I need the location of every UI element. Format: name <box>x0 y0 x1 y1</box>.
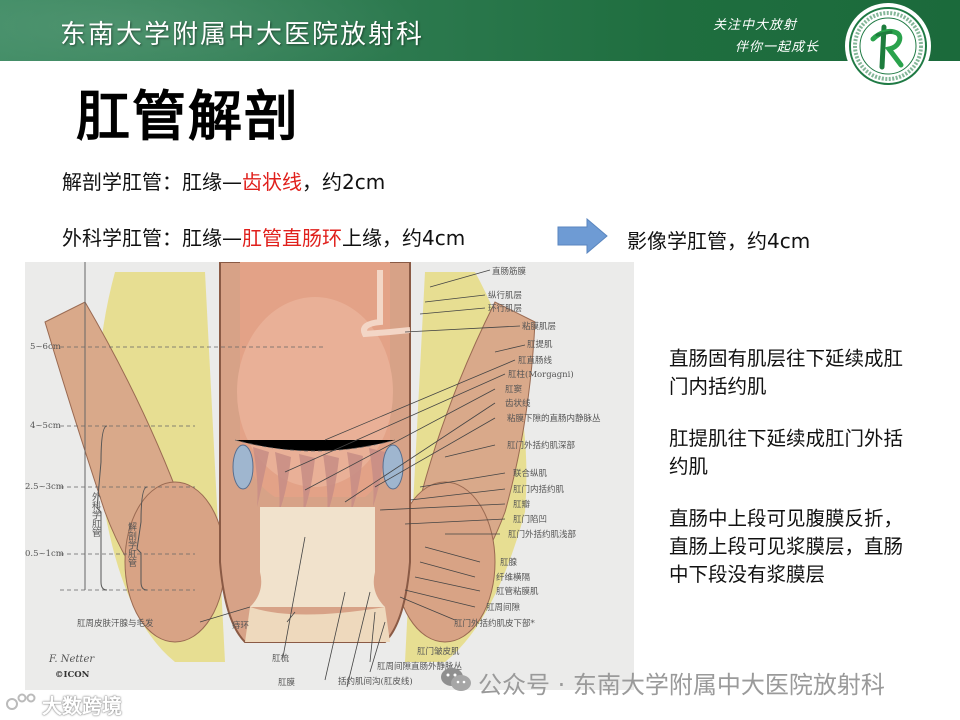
scale-label: 0.5~1cm <box>25 549 64 559</box>
figure-label: 齿状线 <box>505 399 531 409</box>
header-title: 东南大学附属中大医院放射科 <box>60 20 425 50</box>
surgical-canal-vertical-label: 外科学肛管 <box>90 492 100 537</box>
wechat-icon <box>440 667 472 699</box>
figure-label: 肛周间隙直肠外静脉丛 <box>377 662 463 672</box>
figure-label: 肛梳 <box>272 654 290 664</box>
anatomical-canal-vertical-label: 解剖学肛管 <box>126 522 136 567</box>
figure-label: 肛直肠线 <box>518 356 553 366</box>
header-slogan-line2: 伴你一起成长 <box>735 40 820 55</box>
figure-label: 肛窦 <box>505 385 523 395</box>
note-item: 直肠固有肌层往下延续成肛门内括约肌 <box>669 347 904 398</box>
page-title: 肛管解剖 <box>76 85 300 148</box>
figure-label: 粘膜肌层 <box>522 322 557 332</box>
definition-highlight: 肛管直肠环 <box>242 226 342 250</box>
wechat-watermark: 公众号 · 东南大学附属中大医院放射科 <box>440 665 885 700</box>
figure-label: 肛瓣 <box>513 500 531 510</box>
figure-label: 联合纵肌 <box>513 469 548 479</box>
figure-label: 直肠筋膜 <box>492 267 527 277</box>
header-banner: 东南大学附属中大医院放射科 关注中大放射 伴你一起成长 <box>0 0 960 61</box>
header-slogan-line1: 关注中大放射 <box>713 18 798 33</box>
figure-label: 肛管粘膜肌 <box>496 587 539 597</box>
figure-label: 肛提肌 <box>527 340 553 350</box>
definition-prefix: 解剖学肛管：肛缘— <box>62 170 242 194</box>
definition-suffix: 上缘，约4cm <box>342 226 466 250</box>
figure-label: 肛腺 <box>500 558 518 568</box>
figure-label: 肛膜 <box>278 678 296 688</box>
definition-highlight: 齿状线 <box>242 170 302 194</box>
surgical-anal-canal-definition: 外科学肛管：肛缘—肛管直肠环上缘，约4cm <box>62 222 465 251</box>
figure-label: 肛周间隙 <box>486 603 521 613</box>
figure-label: 肛门外括约肌深部 <box>507 441 576 451</box>
figure-label: 粘膜下隙的直肠内静脉丛 <box>507 414 601 424</box>
figure-label: 肛门外括约肌皮下部* <box>454 619 535 629</box>
figure-label: 括约肌间沟(肛皮线) <box>338 677 413 687</box>
brand-watermark-text: 大数跨境 <box>42 694 122 718</box>
figure-label: 肛门皱皮肌 <box>417 647 460 657</box>
anal-canal-anatomy-illustration: 5~6cm 4~5cm 2.5~3cm 0.5~1cm 外科学肛管 解剖学肛管 … <box>25 262 634 690</box>
figure-label: 肛周皮肤汗腺与毛发 <box>77 619 154 629</box>
note-item: 直肠中上段可见腹膜反折，直肠上段可见浆膜层，直肠中下段没有浆膜层 <box>669 507 904 586</box>
wechat-watermark-text: 公众号 · 东南大学附属中大医院放射科 <box>478 671 885 699</box>
icon-publisher-logo: ©ICON <box>55 670 90 680</box>
figure-label: 肛柱(Morgagni) <box>508 370 574 380</box>
imaging-anal-canal-definition: 影像学肛管，约4cm <box>627 229 811 253</box>
figure-label: 痔环 <box>232 621 250 631</box>
scale-label: 5~6cm <box>30 342 61 352</box>
figure-label: 环行肌层 <box>488 304 523 314</box>
netter-signature: F. Netter <box>49 654 95 665</box>
definition-suffix: ，约2cm <box>302 170 386 194</box>
brand-logo-icon <box>4 692 38 717</box>
brand-watermark: 大数跨境 <box>4 690 122 719</box>
figure-label: 纵行肌层 <box>488 291 523 301</box>
scale-label: 4~5cm <box>30 421 61 431</box>
anatomical-anal-canal-definition: 解剖学肛管：肛缘—齿状线，约2cm <box>62 166 385 195</box>
hospital-r-logo-icon <box>847 5 929 87</box>
scale-label: 2.5~3cm <box>25 482 64 492</box>
definition-prefix: 外科学肛管：肛缘— <box>62 226 242 250</box>
right-arrow-icon <box>557 217 609 258</box>
figure-label: 肛门陷凹 <box>513 515 548 525</box>
note-item: 肛提肌往下延续成肛门外括约肌 <box>669 427 904 478</box>
figure-label: 肛门外括约肌浅部 <box>508 530 577 540</box>
notes-panel: 直肠固有肌层往下延续成肛门内括约肌 肛提肌往下延续成肛门外括约肌 直肠中上段可见… <box>669 345 919 613</box>
figure-label: 纤维横隔 <box>496 573 531 583</box>
figure-label: 肛门内括约肌 <box>513 485 565 495</box>
